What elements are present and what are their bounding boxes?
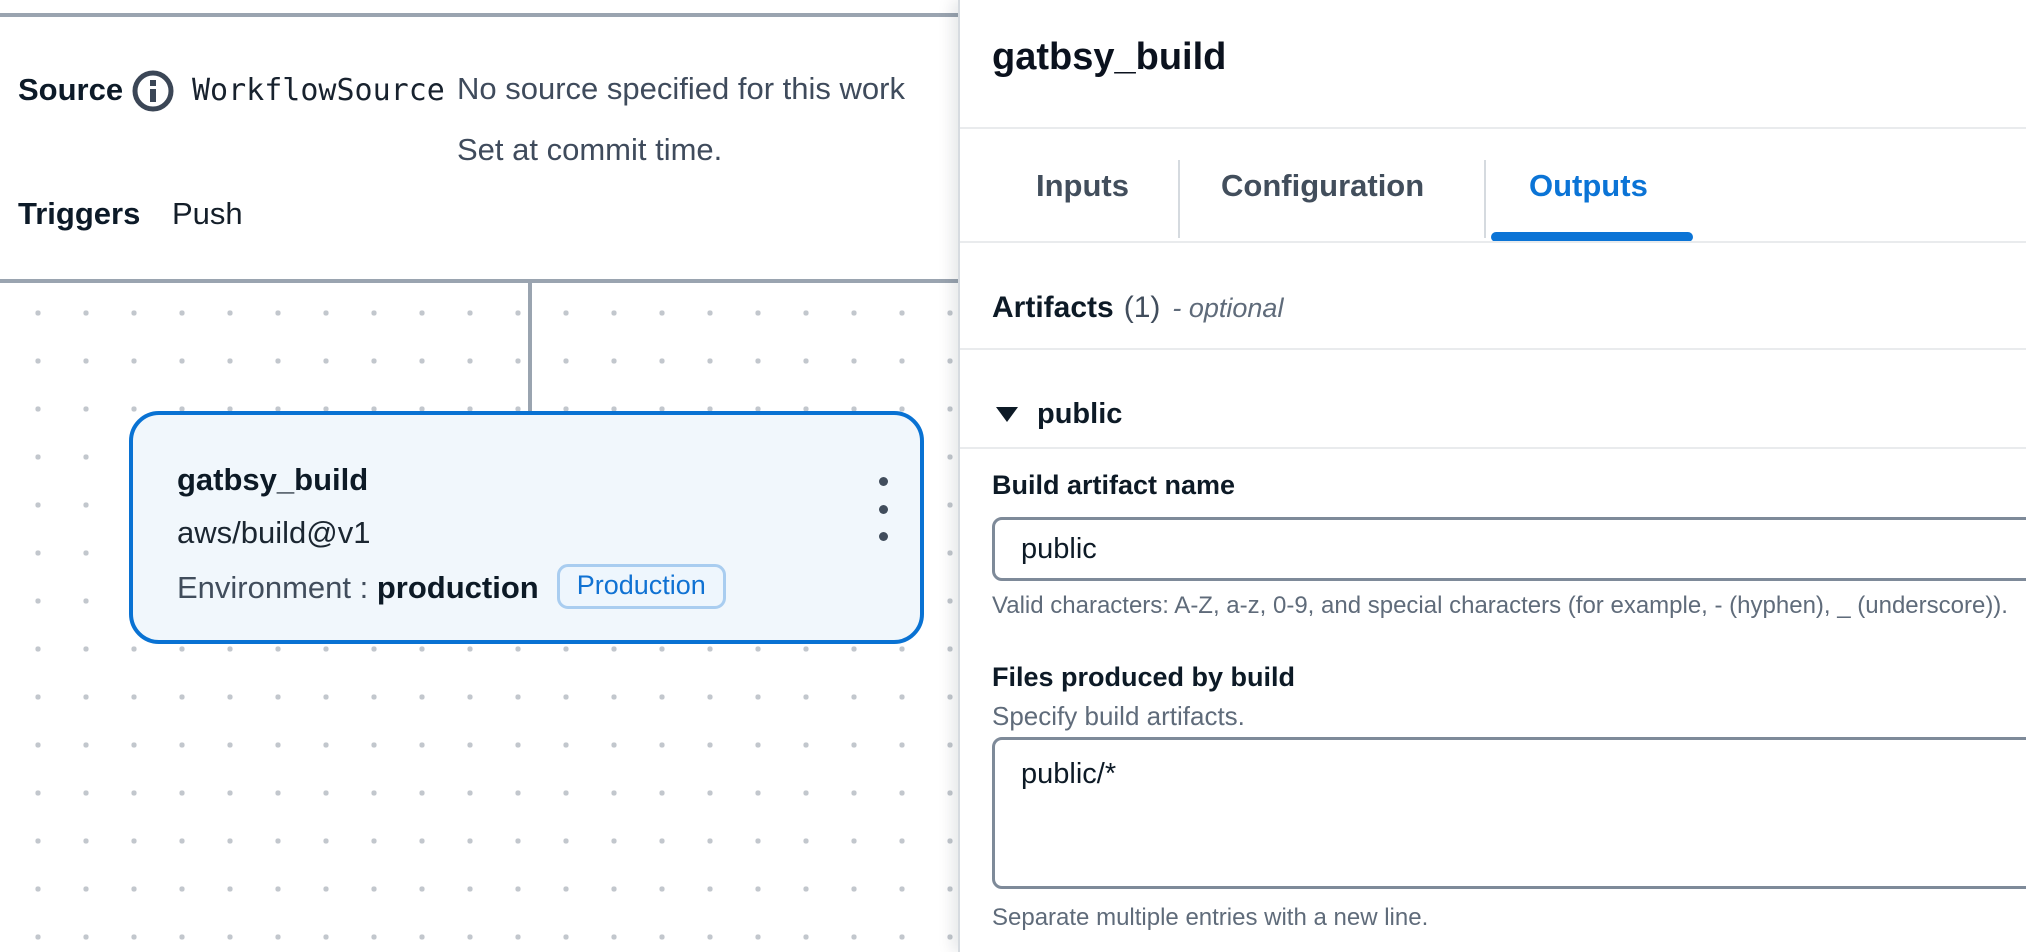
tab-outputs[interactable]: Outputs	[1529, 168, 1648, 204]
artifacts-optional-flag: - optional	[1172, 293, 1283, 323]
files-produced-description: Specify build artifacts.	[992, 701, 1245, 732]
environment-value: production	[377, 570, 539, 605]
artifacts-count: (1)	[1124, 291, 1161, 324]
source-note-line1: No source specified for this work	[457, 71, 905, 107]
title-divider	[960, 127, 2026, 129]
info-icon[interactable]	[131, 69, 175, 113]
files-produced-textarea[interactable]: public/*	[992, 737, 2026, 889]
source-repository-name: WorkflowSource	[192, 73, 445, 108]
panel-title: gatbsy_build	[992, 36, 1226, 79]
triangle-down-icon	[996, 407, 1018, 422]
build-artifact-name-help: Valid characters: A-Z, a-z, 0-9, and spe…	[992, 592, 2008, 620]
files-produced-help: Separate multiple entries with a new lin…	[992, 904, 1428, 932]
kebab-menu-icon[interactable]	[863, 477, 903, 541]
node-connector-line	[528, 283, 532, 413]
node-action-identifier: aws/build@v1	[177, 515, 370, 551]
workflow-action-node[interactable]: gatbsy_build aws/build@v1 Environment : …	[129, 411, 924, 644]
group-divider	[960, 447, 2026, 449]
node-title: gatbsy_build	[177, 462, 368, 498]
build-artifact-name-input[interactable]	[992, 517, 2026, 581]
artifact-group-expander[interactable]: public	[996, 398, 1122, 431]
environment-label: Environment :	[177, 570, 377, 605]
tab-configuration[interactable]: Configuration	[1221, 168, 1424, 204]
triggers-value: Push	[172, 196, 243, 232]
environment-badge: Production	[557, 564, 726, 609]
node-environment-line: Environment : productionProduction	[177, 568, 726, 613]
tabs-divider	[960, 241, 2026, 243]
source-label: Source	[18, 72, 123, 108]
tab-separator	[1484, 160, 1486, 238]
action-detail-panel: gatbsy_build Inputs Configuration Output…	[958, 0, 2026, 952]
artifact-group-name: public	[1037, 398, 1122, 431]
artifacts-divider	[960, 348, 2026, 350]
artifacts-heading: Artifacts	[992, 291, 1114, 324]
tab-inputs[interactable]: Inputs	[1036, 168, 1129, 204]
triggers-label: Triggers	[18, 196, 140, 232]
build-artifact-name-label: Build artifact name	[992, 470, 1235, 501]
artifacts-section-header: Artifacts (1) - optional	[992, 291, 1283, 325]
source-note-line2: Set at commit time.	[457, 132, 722, 168]
tab-separator	[1178, 160, 1180, 238]
files-produced-label: Files produced by build	[992, 662, 1295, 693]
